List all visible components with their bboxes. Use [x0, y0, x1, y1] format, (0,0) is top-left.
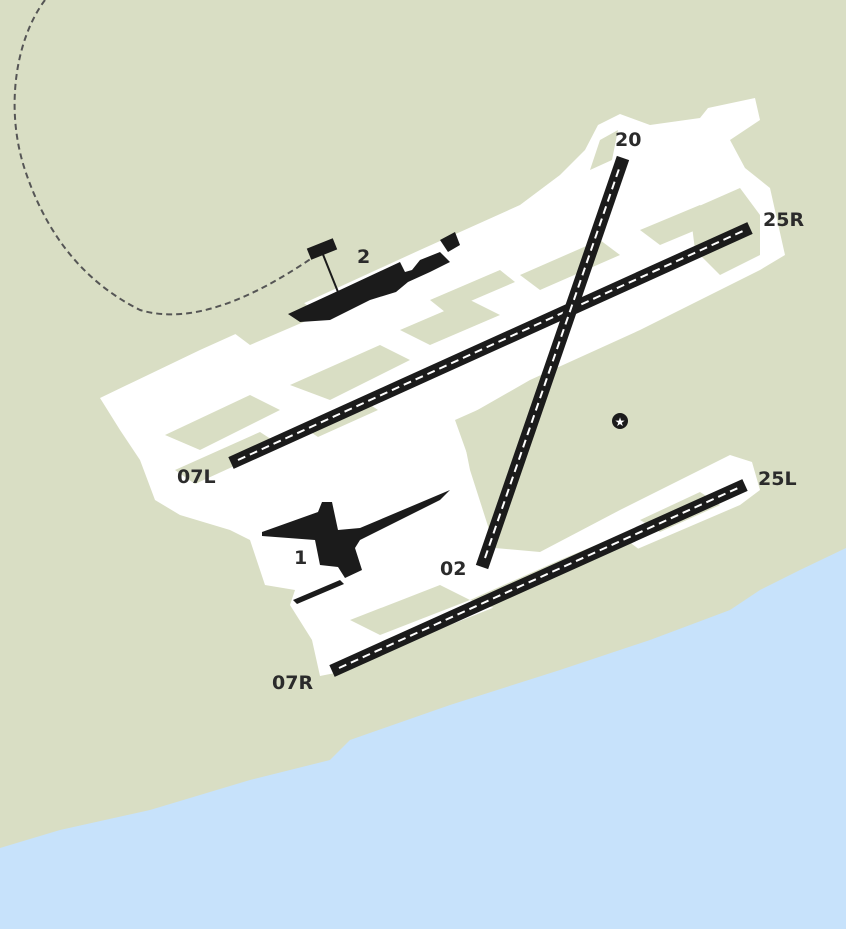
rail-line: [13, 0, 313, 316]
water-area: [0, 548, 846, 929]
control-tower-icon: ★: [612, 413, 628, 429]
runway-07L-25R-centerline: [237, 230, 744, 461]
terminal-label-2: 2: [357, 246, 370, 268]
svg-text:★: ★: [615, 415, 626, 429]
terminal-2-building: [288, 232, 460, 322]
runway-02-20-centerline: [484, 165, 621, 559]
runway-07R-25L-centerline: [338, 487, 739, 669]
runway-label-20: 20: [615, 129, 641, 151]
runway-label-02: 02: [440, 558, 466, 580]
runway-label-25R: 25R: [763, 209, 804, 231]
runway-label-25L: 25L: [758, 468, 797, 490]
terminal-label-1: 1: [294, 547, 307, 569]
terminal-1-building: [262, 490, 450, 604]
runway-label-07L: 07L: [177, 466, 216, 488]
runway-label-07R: 07R: [272, 672, 313, 694]
